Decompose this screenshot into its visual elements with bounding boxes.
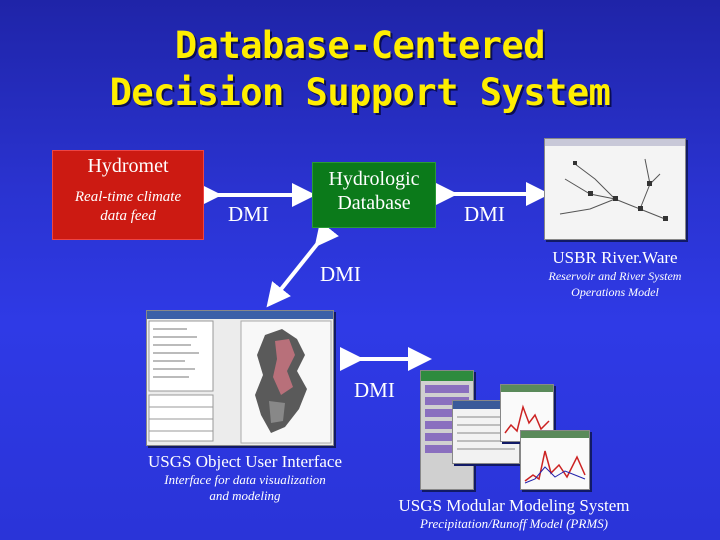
hydromet-title: Hydromet [87,155,169,177]
oui-screenshot [146,310,334,446]
mms-plot-large-screenshot [520,430,590,490]
mms-menu-image [421,371,473,453]
arrow-database-oui [266,221,339,308]
title-line-1: Database-Centered [174,24,546,67]
hydromet-desc-line-1: Real-time climate [74,189,182,205]
oui-desc-line-2: and modeling [209,488,281,503]
database-line-1: Hydrologic [328,168,420,190]
mms-label: USGS Modular Modeling System Precipitati… [380,496,648,532]
database-line-2: Database [337,192,411,214]
oui-desc-line-1: Interface for data visualization [164,472,326,487]
hydromet-desc-line-2: data feed [100,208,156,224]
slide-title: Database-Centered Decision Support Syste… [0,22,720,116]
dmi-label-right: DMI [464,202,505,226]
riverware-label: USBR River.Ware Reservoir and River Syst… [540,248,690,300]
mms-desc: Precipitation/Runoff Model (PRMS) [420,516,608,531]
hydromet-desc: Real-time climate data feed [53,188,203,226]
dmi-label-lower: DMI [320,262,361,286]
mms-title: USGS Modular Modeling System [398,496,630,515]
oui-label: USGS Object User Interface Interface for… [120,452,370,504]
riverware-title: USBR River.Ware [552,248,678,267]
mms-plot-large-image [521,431,589,484]
oui-map-image [147,311,333,444]
oui-title: USGS Object User Interface [147,452,342,471]
riverware-screenshot [544,138,686,240]
mms-plot-small-image [501,385,553,434]
hydrologic-database-box: Hydrologic Database [312,162,436,228]
riverware-network-image [545,139,685,221]
title-line-2: Decision Support System [109,71,611,114]
dmi-label-left: DMI [228,202,269,226]
riverware-desc-line-1: Reservoir and River System [548,269,682,283]
dmi-label-center: DMI [354,378,395,402]
hydromet-box: Hydromet Real-time climate data feed [52,150,204,240]
riverware-desc-line-2: Operations Model [571,285,659,299]
